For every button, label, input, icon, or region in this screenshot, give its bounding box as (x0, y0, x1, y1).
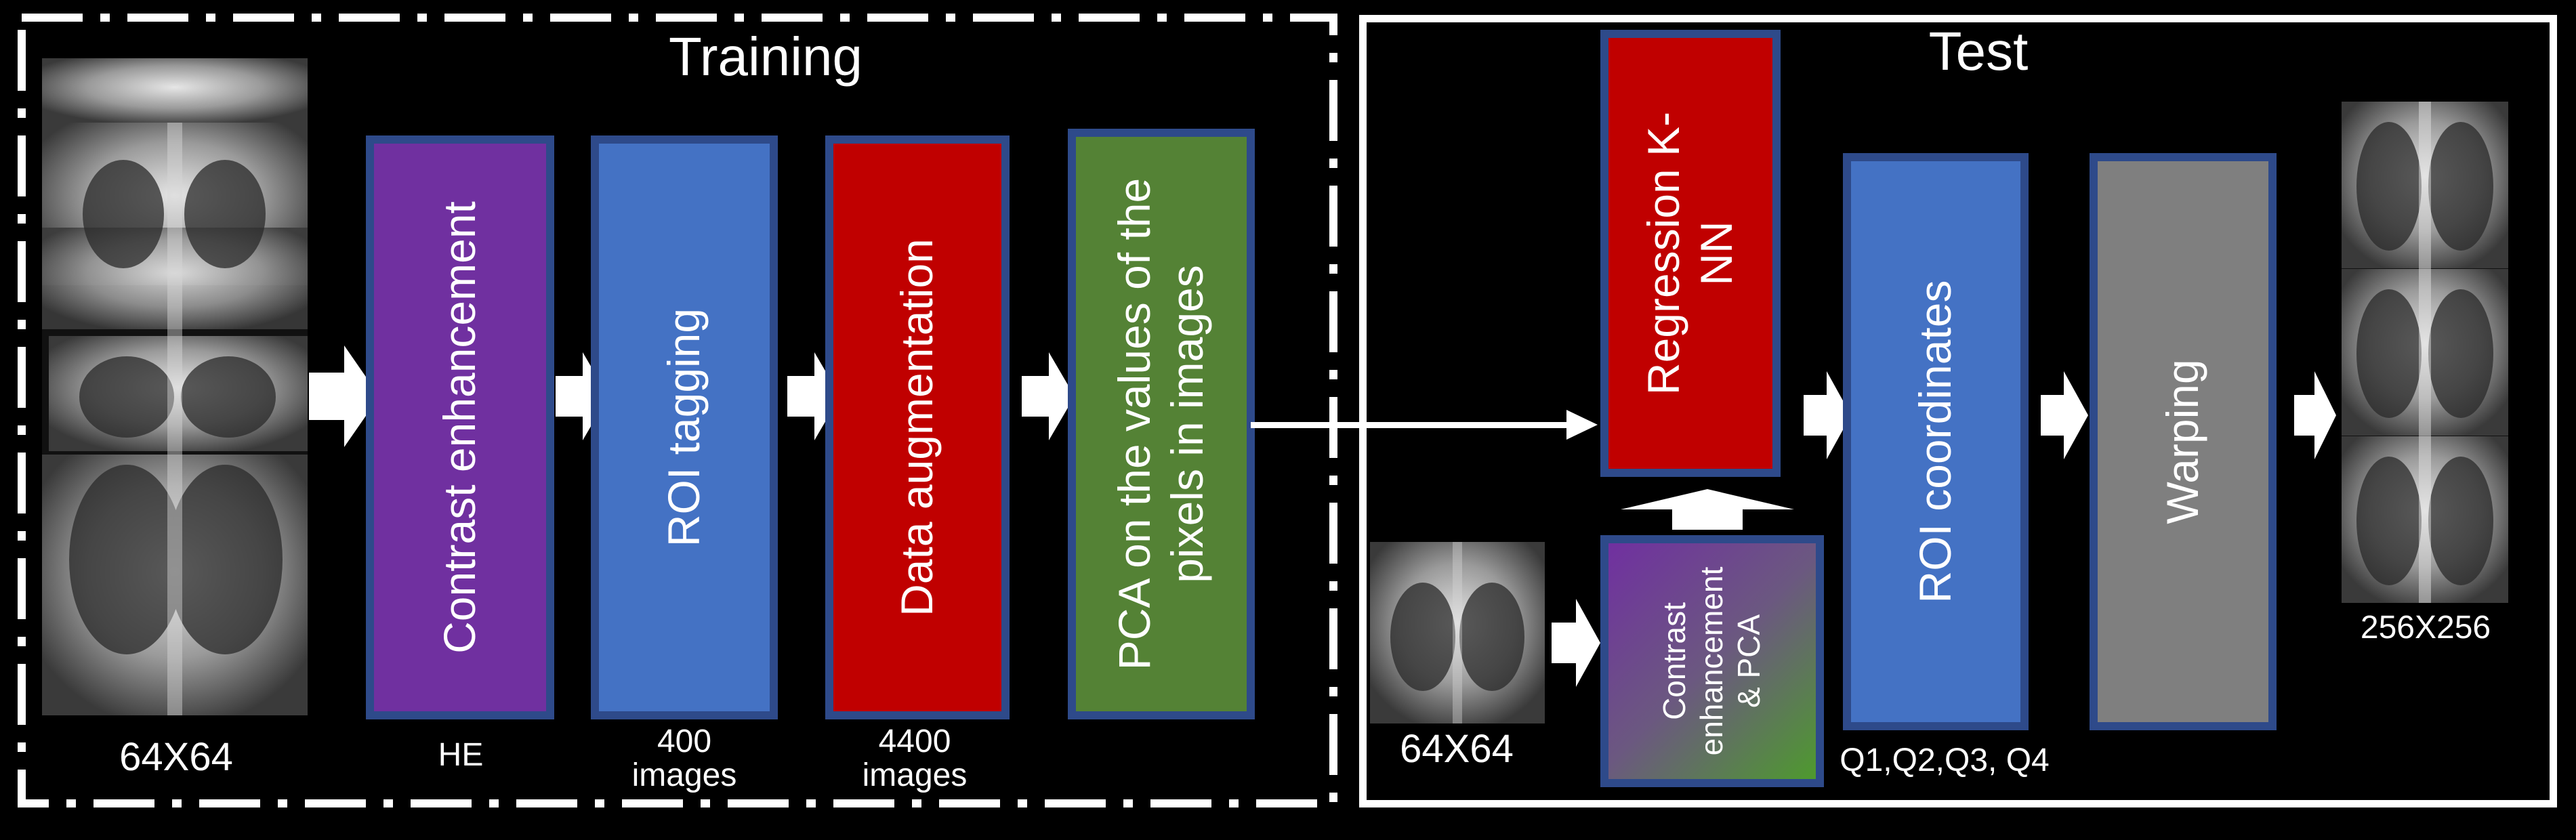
step-label: Regression K- NN (1638, 111, 1741, 396)
arrow-right-icon (2294, 371, 2336, 459)
test-title: Test (1928, 21, 2029, 81)
step-label: Contrast enhancement (434, 201, 485, 654)
step-data-augmentation: Data augmentation (825, 135, 1010, 719)
arrow-right-icon (309, 345, 379, 447)
training-frame (18, 14, 1337, 807)
step-label: Data augmentation (892, 238, 942, 616)
step-contrast-enhancement: Contrast enhancement (366, 135, 554, 719)
arrow-up-icon (1621, 489, 1794, 530)
xray-stack-training (42, 58, 308, 715)
test-frame (1359, 15, 2557, 807)
step-pca: PCA on the values of the pixels in image… (1068, 129, 1255, 719)
training-title: Training (668, 26, 863, 87)
arrow-right-icon (1022, 352, 1075, 440)
step-contrast-pca: Contrast enhancement & PCA (1600, 535, 1824, 787)
xray-stack-output (2342, 102, 2508, 603)
step-caption-he: HE (438, 737, 484, 773)
step-caption-400-images: 400 images (631, 723, 737, 794)
step-warping: Warping (2090, 153, 2277, 730)
xray-test-input (1370, 542, 1545, 723)
step-label: PCA on the values of the pixels in image… (1109, 177, 1212, 671)
step-caption-4400-images: 4400 images (862, 723, 968, 794)
step-label: ROI tagging (659, 308, 709, 547)
test-input-caption: 64X64 (1400, 727, 1514, 771)
arrow-right-icon (1804, 371, 1851, 459)
step-roi-tagging: ROI tagging (591, 135, 778, 719)
step-roi-coordinates: ROI coordinates (1843, 153, 2029, 730)
roi-caption-quadrants: Q1,Q2,Q3, Q4 (1840, 742, 2050, 778)
training-input-caption: 64X64 (119, 735, 233, 779)
arrow-right-icon (1552, 599, 1600, 687)
arrow-to-knn-icon (1251, 408, 1598, 442)
step-label: Warping (2157, 359, 2208, 524)
step-regression-knn: Regression K- NN (1600, 30, 1781, 477)
step-label: Contrast enhancement & PCA (1657, 566, 1767, 756)
arrow-right-icon (2041, 371, 2088, 459)
step-label: ROI coordinates (1910, 280, 1961, 604)
output-caption: 256X256 (2360, 610, 2491, 646)
